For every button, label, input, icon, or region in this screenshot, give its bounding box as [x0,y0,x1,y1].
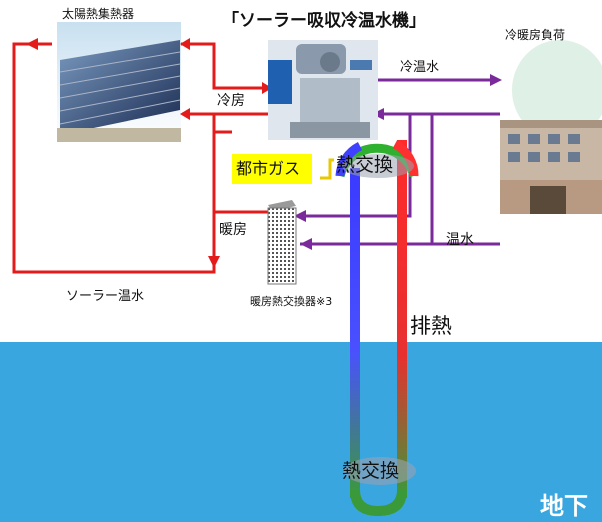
cold-water-label: 冷温水 [400,60,440,75]
underground-label: 地下 [540,492,588,520]
solar-collector-image [57,22,181,142]
warm-water-label: 温水 [446,232,474,248]
heating-label: 暖房 [219,222,247,238]
heating-exchanger-label: 暖房熱交換器※3 [250,295,333,308]
exhaust-heat-label: 排熱 [410,314,452,338]
ground-heat-exchange-loop [335,140,419,516]
gas-connector [320,158,334,180]
cooling-label: 冷房 [217,93,245,109]
underground-region [0,342,602,522]
solar-warm-water-label: ソーラー温水 [66,289,145,304]
heating-exchanger-image [267,200,297,285]
building-image [500,40,602,214]
solar-collector-label: 太陽熱集熱器 [62,7,135,21]
heat-exchange-bottom-label: 熱交換 [342,460,400,482]
load-label: 冷暖房負荷 [505,28,566,42]
city-gas-label: 都市ガス [232,154,312,184]
diagram-title: 「ソーラー吸収冷温水機」 [222,11,426,31]
absorption-chiller-image [268,40,378,140]
heat-exchange-top-label: 熱交換 [336,154,394,176]
